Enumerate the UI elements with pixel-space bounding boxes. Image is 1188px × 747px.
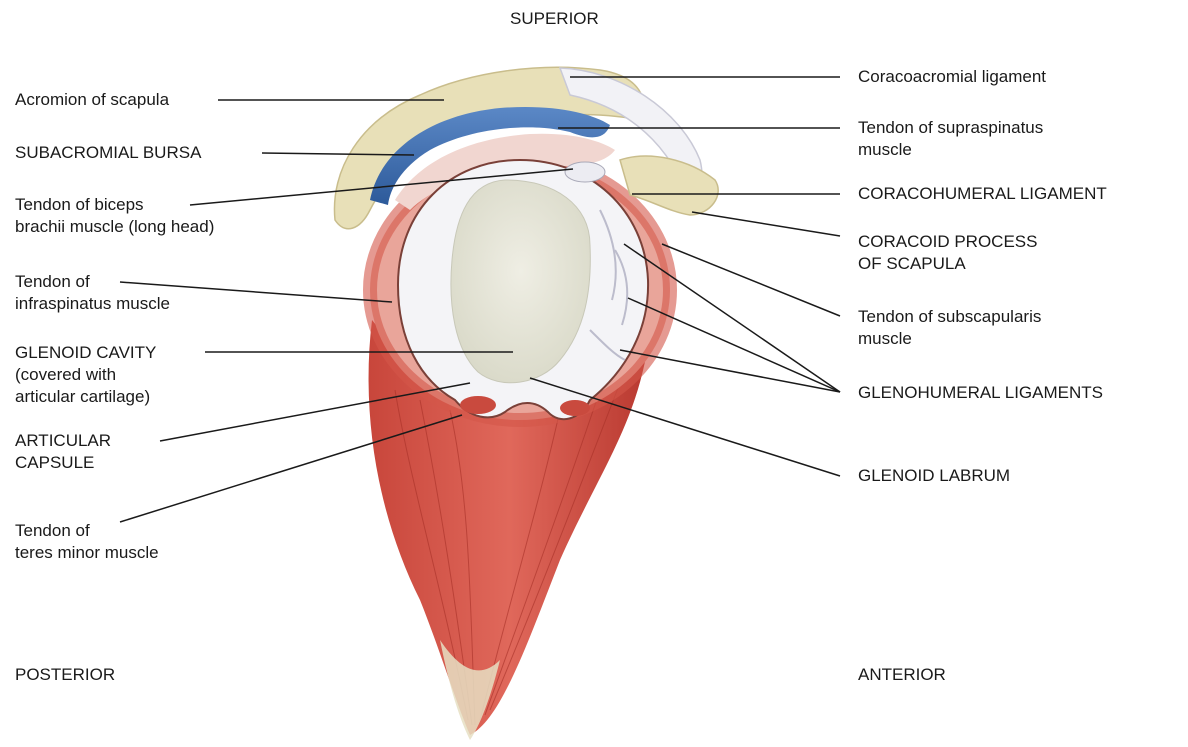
leader-coracoid bbox=[692, 212, 840, 236]
label-glenoid-labrum: GLENOID LABRUM bbox=[858, 465, 1010, 487]
leader-subscapularis bbox=[662, 244, 840, 316]
label-subscapularis-tendon: Tendon of subscapularis muscle bbox=[858, 306, 1041, 350]
label-posterior: POSTERIOR bbox=[15, 664, 115, 686]
label-anterior: ANTERIOR bbox=[858, 664, 946, 686]
label-glenohumeral-ligaments: GLENOHUMERAL LIGAMENTS bbox=[858, 382, 1103, 404]
label-articular-capsule: ARTICULAR CAPSULE bbox=[15, 430, 111, 474]
label-teres-minor-tendon: Tendon of teres minor muscle bbox=[15, 520, 159, 564]
label-supraspinatus-tendon: Tendon of supraspinatus muscle bbox=[858, 117, 1043, 161]
label-subacromial-bursa: SUBACROMIAL BURSA bbox=[15, 142, 201, 164]
label-coracohumeral-ligament: CORACOHUMERAL LIGAMENT bbox=[858, 183, 1107, 205]
label-superior: SUPERIOR bbox=[510, 8, 599, 30]
leader-gh-3 bbox=[620, 350, 840, 392]
biceps-tendon-nub bbox=[565, 162, 605, 182]
label-glenoid-cavity: GLENOID CAVITY (covered with articular c… bbox=[15, 342, 156, 408]
label-acromion: Acromion of scapula bbox=[15, 89, 169, 111]
label-coracoid-process: CORACOID PROCESS OF SCAPULA bbox=[858, 231, 1037, 275]
label-biceps-tendon: Tendon of biceps brachii muscle (long he… bbox=[15, 194, 214, 238]
label-infraspinatus-tendon: Tendon of infraspinatus muscle bbox=[15, 271, 170, 315]
label-coracoacromial-ligament: Coracoacromial ligament bbox=[858, 66, 1046, 88]
